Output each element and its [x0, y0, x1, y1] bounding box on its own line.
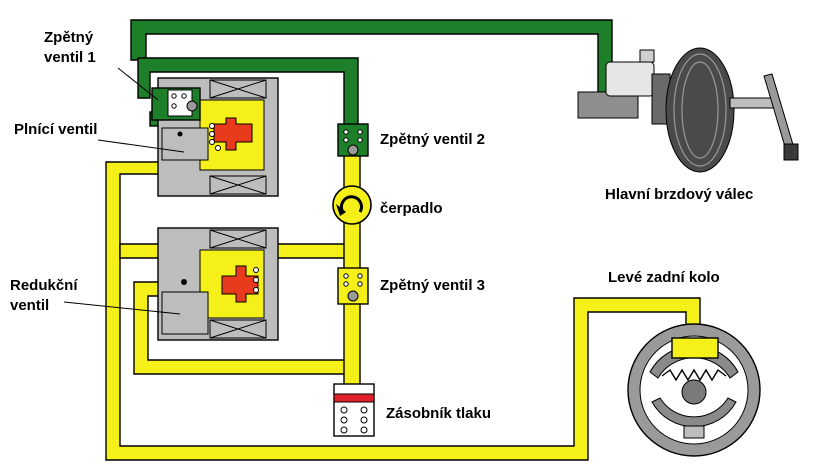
- reduction-valve-spring-dot: [253, 267, 259, 273]
- check-valve-2-ball: [347, 144, 359, 156]
- push-rod: [729, 97, 775, 109]
- brake-booster: [665, 47, 735, 173]
- reduction-valve-piston: [221, 265, 259, 303]
- fill-valve-spring-dot: [209, 139, 215, 145]
- check-valve-3-dot: [343, 281, 349, 287]
- label-check-valve-1-line1: Zpětný: [44, 29, 94, 46]
- fill-valve-seat-dot: [177, 131, 183, 137]
- green-line-right-drop: [137, 57, 359, 129]
- wheel-cylinder: [671, 337, 719, 359]
- pump: [332, 185, 372, 225]
- brake-pedal-pad: [783, 143, 799, 161]
- label-pump: čerpadlo: [380, 200, 443, 217]
- check-valve-2-dot: [343, 129, 349, 135]
- label-reduction-valve-line1: Redukční: [10, 277, 78, 294]
- fill-valve-spring-dot: [209, 123, 215, 129]
- fill-valve-inner-block: [161, 127, 209, 161]
- check-valve-1-ball: [186, 100, 198, 112]
- drum-brake-illustration: [627, 323, 761, 457]
- label-check-valve-1-line2: ventil 1: [44, 49, 96, 66]
- fill-valve-spring-dot: [209, 131, 215, 137]
- fill-valve-spring-dot: [215, 145, 221, 151]
- pressure-accumulator: [333, 383, 375, 437]
- check-valve-2: [337, 123, 369, 157]
- fill-valve: [157, 77, 279, 197]
- check-valve-1-dot: [171, 103, 177, 109]
- leader-reduction-valve: [63, 301, 181, 315]
- return-spring: [661, 368, 727, 382]
- check-valve-3-dot: [343, 273, 349, 279]
- fill-valve-coil-top-x: [209, 79, 267, 99]
- check-valve-3: [337, 267, 369, 305]
- brake-pedal-arm: [763, 73, 795, 151]
- master-cylinder-reservoir: [605, 61, 655, 97]
- leader-lines: [63, 67, 185, 315]
- leader-fill-valve: [97, 139, 185, 153]
- label-check-valve-3: Zpětný ventil 3: [380, 277, 485, 294]
- label-master-cylinder: Hlavní brzdový válec: [605, 186, 753, 203]
- pump-arrow-head-icon: [336, 204, 346, 216]
- label-check-valve-2: Zpětný ventil 2: [380, 131, 485, 148]
- pump-rotation-arrow-icon: [339, 195, 363, 213]
- label-reduction-valve-line2: ventil: [10, 297, 49, 314]
- check-valve-1-dot: [171, 93, 177, 99]
- check-valve-2-dot: [357, 137, 363, 143]
- wheel-hub: [681, 379, 707, 405]
- master-cylinder-illustration: [577, 47, 799, 173]
- check-valve-1: [151, 87, 201, 121]
- check-valve-1-dot: [181, 93, 187, 99]
- label-fill-valve: Plnící ventil: [14, 121, 97, 138]
- label-left-rear-wheel: Levé zadní kolo: [608, 269, 720, 286]
- leader-check-valve-1: [117, 67, 159, 101]
- reduction-valve-coil-bottom-x: [209, 319, 267, 339]
- accumulator-body: [333, 383, 375, 437]
- check-valve-3-dot: [357, 273, 363, 279]
- check-valve-2-dot: [357, 129, 363, 135]
- pump-body: [332, 185, 372, 225]
- fill-valve-coil-bottom-x: [209, 175, 267, 195]
- accumulator-piston: [333, 393, 375, 403]
- master-cylinder-cap: [639, 49, 655, 63]
- fill-valve-piston: [213, 117, 253, 151]
- check-valve-3-ball: [347, 290, 359, 302]
- reduction-valve-seat-dot: [181, 279, 187, 285]
- green-line-top: [130, 19, 613, 101]
- label-pressure-accumulator: Zásobník tlaku: [386, 405, 491, 422]
- check-valve-3-dot: [357, 281, 363, 287]
- labels: Zpětný ventil 1 Plnící ventil Redukční v…: [10, 29, 753, 422]
- check-valve-2-dot: [343, 137, 349, 143]
- adjuster: [683, 425, 705, 439]
- reduction-valve-spring-dot: [253, 277, 259, 283]
- reduction-valve-coil-top-x: [209, 229, 267, 249]
- brake-shoe-bottom: [651, 397, 737, 428]
- reduction-valve-spring-dot: [253, 287, 259, 293]
- reduction-valve: [157, 227, 279, 341]
